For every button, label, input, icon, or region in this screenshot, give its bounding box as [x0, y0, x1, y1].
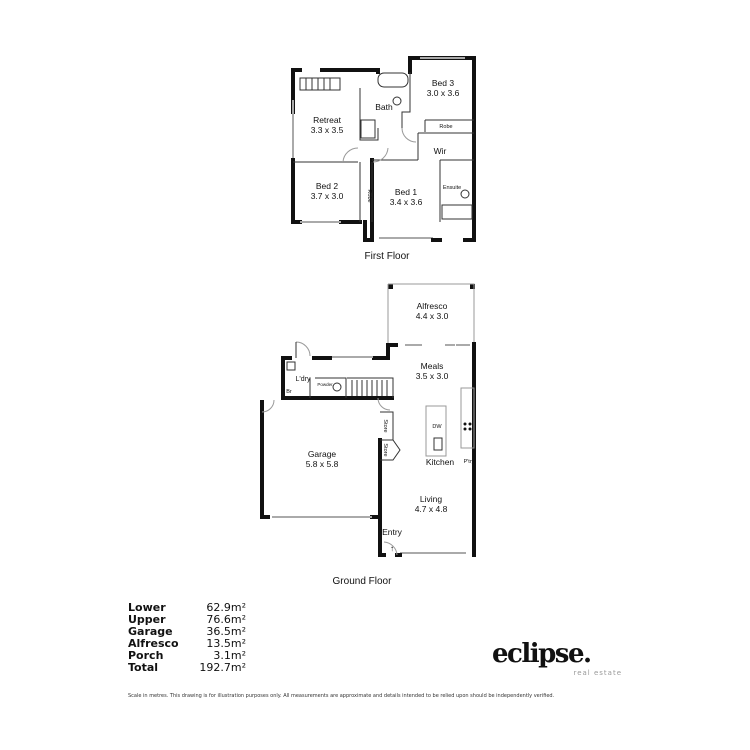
room-label-bed1: Bed 1 — [395, 187, 417, 197]
area-label: Porch — [128, 649, 164, 662]
room-label-bed3: Bed 3 — [432, 78, 454, 88]
room-label-alfresco: Alfresco — [417, 301, 448, 311]
area-value: 192.7m² — [199, 661, 246, 674]
room-size-living: 4.7 x 4.8 — [415, 504, 448, 514]
eclipse-logo: eclipse. real estate — [492, 640, 622, 678]
shower-icon — [441, 204, 473, 220]
room-size-bed3: 3.0 x 3.6 — [427, 88, 460, 98]
room-label-pantry: P'try — [464, 459, 475, 465]
room-size-bed1: 3.4 x 3.6 — [390, 197, 423, 207]
room-label-store: Store — [382, 443, 388, 456]
toilet-icon — [332, 382, 342, 392]
bathtub-icon — [377, 72, 409, 88]
room-size-bed2: 3.7 x 3.0 — [311, 191, 344, 201]
room-label-bed2: Bed 2 — [316, 181, 338, 191]
area-label: Alfresco — [128, 637, 179, 650]
room-label-kitchen: Kitchen — [426, 457, 455, 467]
room-label-robe: Robe — [439, 124, 452, 130]
area-row-lower: Lower 62.9m² — [128, 602, 246, 614]
room-label-living: Living — [420, 494, 442, 504]
area-value: 62.9m² — [206, 601, 246, 614]
room-label-br: Br — [286, 389, 292, 395]
first-floor-title: First Floor — [365, 251, 411, 262]
room-label-entry: Entry — [382, 527, 403, 537]
room-label-powder: Powder — [317, 382, 333, 387]
area-summary: Lower 62.9m² Upper 76.6m² Garage 36.5m² Alf… — [128, 602, 246, 674]
entry-arrow-icon: ↑ — [390, 544, 394, 553]
kitchen-island — [425, 405, 447, 457]
kitchen-bench — [460, 387, 475, 449]
first-floor-plan: Retreat 3.3 x 3.5 Bath Bed 3 3.0 x 3.6 R… — [291, 56, 476, 262]
room-size-meals: 3.5 x 3.0 — [416, 371, 449, 381]
room-label-store: Store — [382, 419, 388, 432]
room-label-robe: Robe — [366, 189, 372, 202]
ground-floor-title: Ground Floor — [333, 576, 393, 587]
room-label-meals: Meals — [421, 361, 444, 371]
area-label: Lower — [128, 601, 166, 614]
room-label-wir: Wir — [434, 146, 447, 156]
room-size-retreat: 3.3 x 3.5 — [311, 125, 344, 135]
logo-subtitle: real estate — [573, 669, 622, 677]
room-label-bath: Bath — [375, 102, 393, 112]
room-label-retreat: Retreat — [313, 115, 342, 125]
room-label-garage: Garage — [308, 449, 337, 459]
area-row-garage: Garage 36.5m² — [128, 626, 246, 638]
area-value: 13.5m² — [206, 637, 246, 650]
laundry-tub-icon — [286, 361, 296, 371]
area-row-alfresco: Alfresco 13.5m² — [128, 638, 246, 650]
area-row-porch: Porch 3.1m² — [128, 650, 246, 662]
area-label: Garage — [128, 625, 173, 638]
disclaimer: Scale in metres. This drawing is for ill… — [128, 693, 555, 699]
logo-wordmark: eclipse. — [492, 639, 592, 669]
toilet-icon — [392, 96, 402, 106]
sink-icon — [433, 437, 443, 451]
room-size-alfresco: 4.4 x 3.0 — [416, 311, 449, 321]
room-size-garage: 5.8 x 5.8 — [306, 459, 339, 469]
area-row-total: Total 192.7m² — [128, 662, 246, 674]
area-label: Total — [128, 661, 159, 674]
ground-floor-plan: ↑ Alfresco 4.4 x 3.0 Meals 3.5 x 3.0 L'd… — [260, 283, 476, 587]
room-label-laundry: L'dry — [296, 376, 311, 383]
shower-icon — [360, 119, 376, 139]
appliance-label-dw: DW — [432, 424, 442, 430]
area-value: 3.1m² — [213, 649, 246, 662]
cooktop-icon — [463, 422, 472, 431]
area-label: Upper — [128, 613, 166, 626]
area-value: 36.5m² — [206, 625, 246, 638]
toilet-icon — [460, 189, 470, 199]
area-value: 76.6m² — [206, 613, 246, 626]
area-row-upper: Upper 76.6m² — [128, 614, 246, 626]
room-label-ensuite: Ensuite — [443, 185, 461, 191]
